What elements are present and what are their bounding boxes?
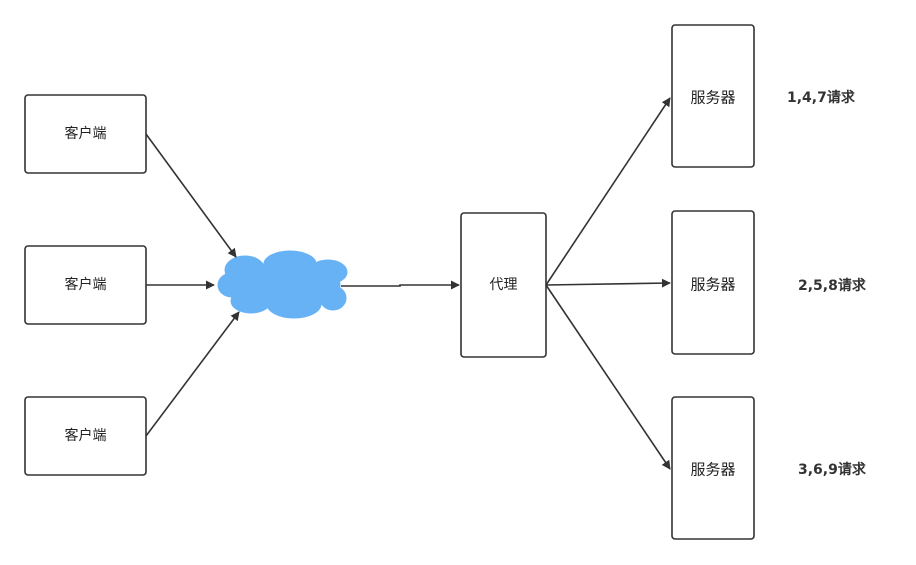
server-request-note: 3,6,9请求 — [798, 461, 867, 478]
edge-proxy-to-server — [545, 284, 671, 470]
client-label: 客户端 — [65, 125, 107, 142]
server-node: 服务器 — [671, 396, 755, 540]
client-label: 客户端 — [65, 276, 107, 293]
edge-cloud-to-proxy — [341, 280, 460, 290]
edge-proxy-to-server — [545, 278, 671, 288]
proxy-node: 代理 — [460, 212, 547, 358]
server-label: 服务器 — [690, 461, 735, 479]
cloud-icon — [217, 250, 348, 319]
server-box — [671, 396, 755, 540]
client-node: 客户端 — [24, 396, 147, 476]
server-label: 服务器 — [690, 276, 735, 294]
server-node: 服务器 — [671, 210, 755, 355]
edge-proxy-to-server — [545, 97, 671, 286]
server-request-note: 2,5,8请求 — [798, 277, 867, 294]
client-node: 客户端 — [24, 245, 147, 325]
edge-client-to-cloud — [145, 311, 240, 437]
server-box — [671, 210, 755, 355]
server-label: 服务器 — [690, 89, 735, 107]
proxy-label: 代理 — [490, 277, 518, 293]
server-node: 服务器 — [671, 24, 755, 168]
server-box — [671, 24, 755, 168]
server-request-note: 1,4,7请求 — [787, 89, 856, 106]
client-label: 客户端 — [65, 427, 107, 444]
client-node: 客户端 — [24, 94, 147, 174]
edge-client-to-cloud — [145, 133, 237, 258]
